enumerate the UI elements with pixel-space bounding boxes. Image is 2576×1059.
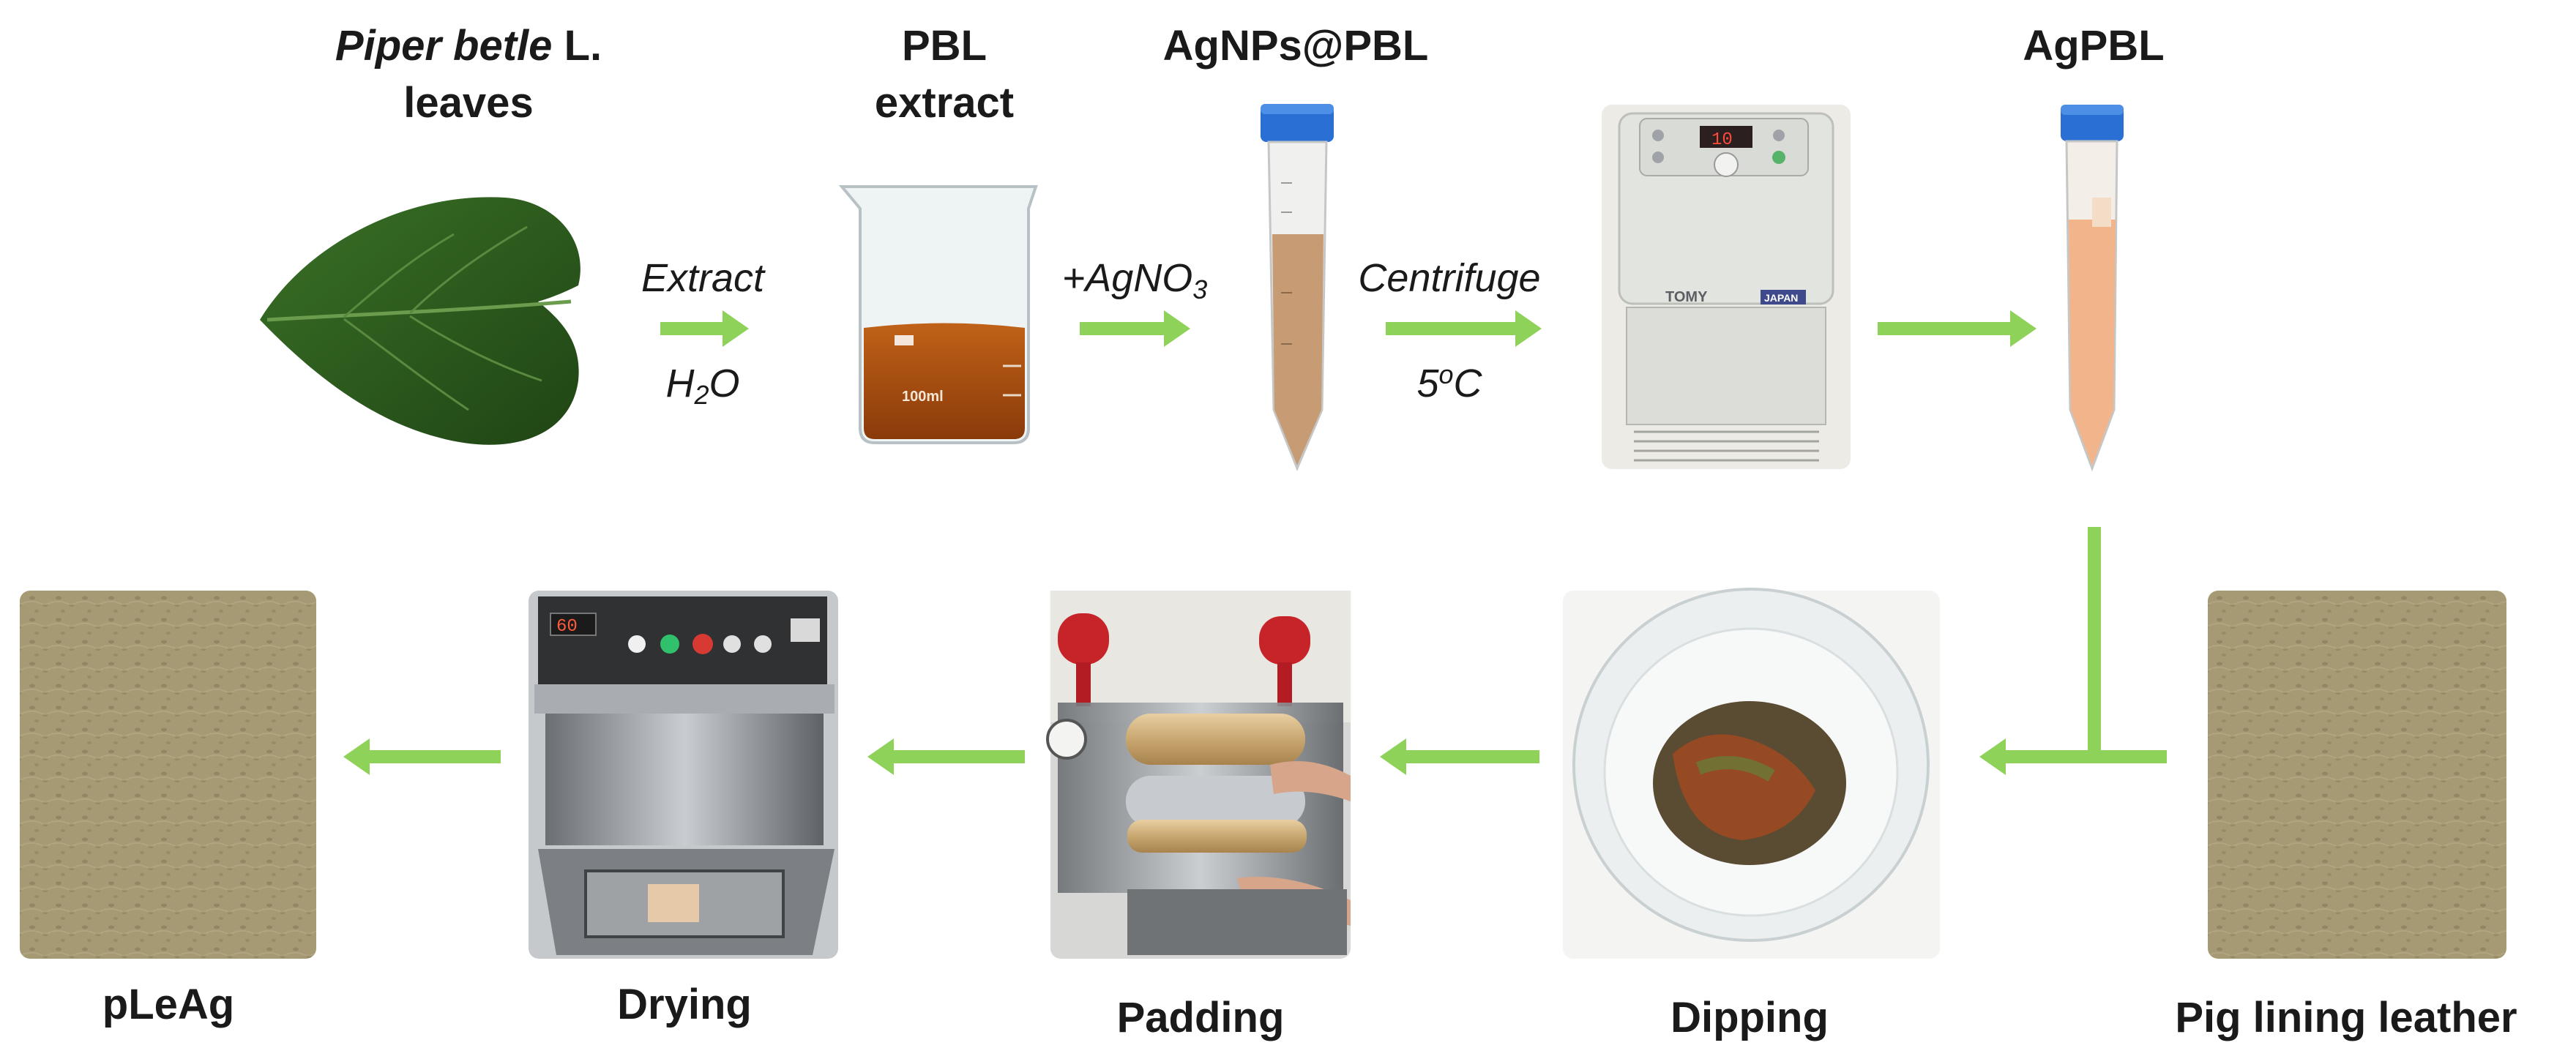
arrow-centrifuge-top-label: Centrifuge [1358,256,1541,300]
leaves-label-suffix: L. [564,22,602,70]
tube-agpbl-image [2061,105,2124,472]
centrifuge-brand: TOMY [1665,289,1708,305]
agnps-label: AgNPs@PBL [1162,22,1429,70]
extract-label-line1: PBL [902,22,987,70]
arrow-to-pleag [343,738,501,775]
dipping-label: Dipping [1670,994,1829,1041]
agno3-base: +AgNO [1061,256,1193,300]
betel-leaf-image [260,197,580,445]
extract-label-line2: extract [874,79,1015,127]
pig-leather-image [2208,591,2506,959]
pig-leather-label: Pig lining leather [2175,994,2517,1041]
temp-sup: o [1438,359,1454,389]
leaves-label: Piper betle L. leaves [293,18,644,132]
leaves-label-line2: leaves [403,79,534,127]
pleag-label: pLeAg [102,981,235,1028]
arrow-connector-down [2088,527,2101,757]
arrow-agno3 [1080,310,1190,347]
agno3-sub: 3 [1192,274,1208,304]
arrow-extract-bottom-label: H2O [630,360,776,410]
arrow-extract-top-label: Extract [641,256,765,300]
pleag-leather-image [20,591,316,959]
arrow-collect [1878,310,2036,347]
arrow-to-dipping [1979,738,2167,775]
drying-oven-image: 60 [529,591,838,959]
padding-machine-image [1046,591,1351,959]
arrow-to-padding [1380,738,1539,775]
dryer-display: 60 [556,617,578,637]
centrifuge-image: 10 TOMY JAPAN [1602,105,1851,469]
beaker-volume-label: 100ml [902,389,944,405]
beaker-extract-image: 100ml [838,185,1038,444]
tube-agnps-image [1261,104,1334,471]
arrow-agno3-label: +AgNO3 [1039,255,1230,304]
temp-value: 5 [1416,362,1439,405]
agpbl-label: AgPBL [2023,22,2165,70]
extract-label: PBL extract [820,18,1069,132]
h2o-tail: O [709,362,740,405]
arrow-to-drying [867,738,1025,775]
padding-label: Padding [1116,994,1285,1041]
arrow-extract [660,310,749,347]
drying-label: Drying [617,981,752,1028]
centrifuge-badge: JAPAN [1764,292,1798,304]
arrow-centrifuge [1386,310,1542,347]
centrifuge-display: 10 [1711,130,1733,150]
h2o-base: H [665,362,695,405]
arrow-centrifuge-bottom-label: 5oC [1376,360,1523,407]
h2o-sub: 2 [694,380,709,410]
dipping-image [1563,588,1940,959]
leaves-label-species: Piper betle [335,22,553,70]
temp-unit: C [1453,362,1482,405]
